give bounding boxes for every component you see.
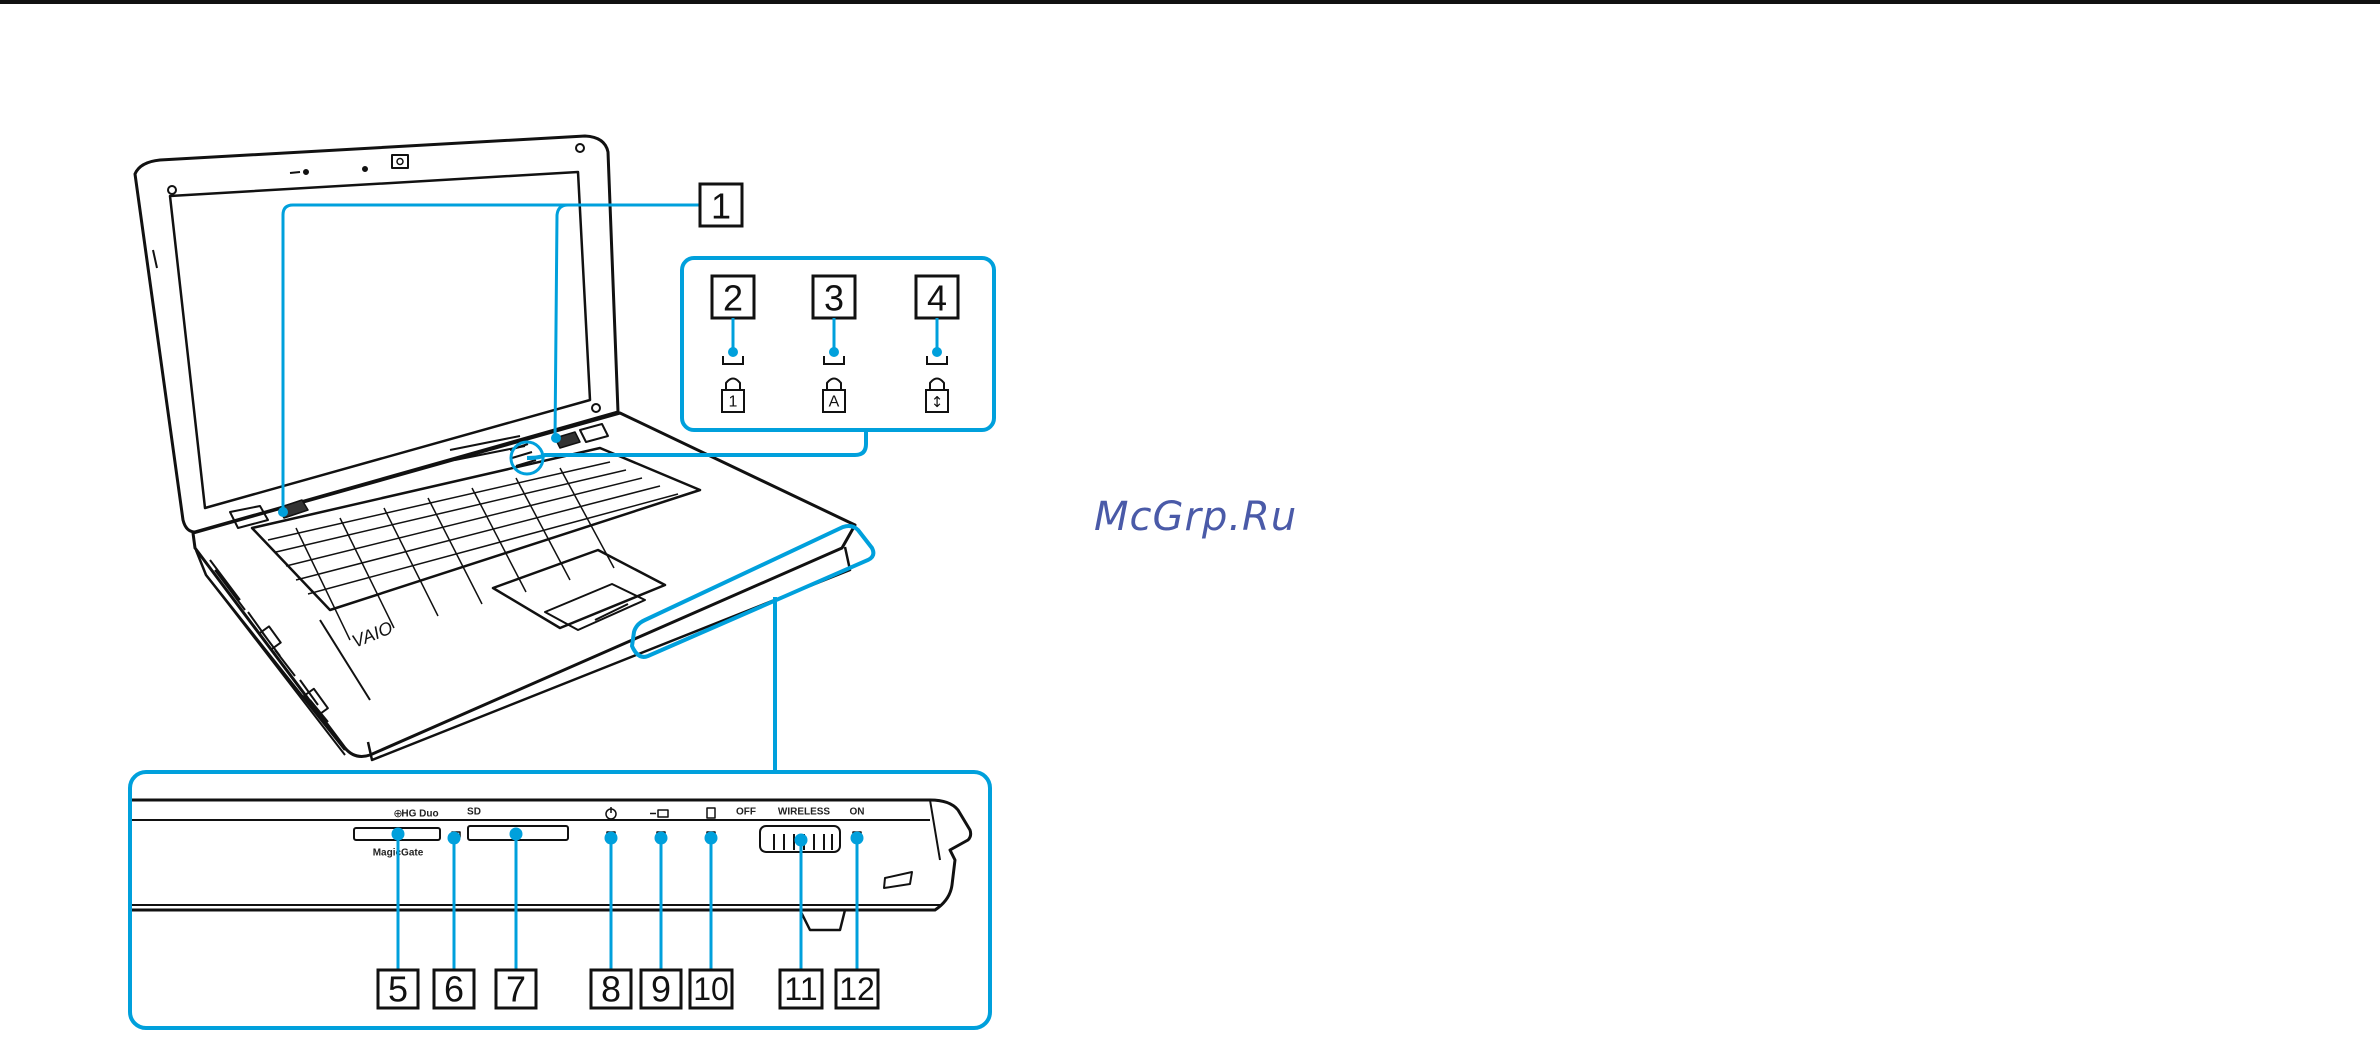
front-panel: HG Duo ⊕ MagicGate SD OFF WIRELESS ON bbox=[130, 772, 990, 1028]
callout-label-11: 11 bbox=[784, 971, 817, 1007]
svg-text:↕: ↕ bbox=[931, 393, 944, 411]
watermark: McGrp.Ru bbox=[1094, 494, 1344, 550]
callout-label-6: 6 bbox=[444, 969, 464, 1010]
memory-stick-logo-icon: ⊕ bbox=[393, 808, 402, 820]
memory-stick-label: HG Duo bbox=[401, 809, 438, 820]
wireless-on-label: ON bbox=[850, 807, 865, 818]
callout-label-2: 2 bbox=[723, 278, 743, 319]
callout-label-1: 1 bbox=[711, 186, 731, 227]
laptop-illustration: VAIO bbox=[135, 136, 855, 760]
svg-text:1: 1 bbox=[729, 394, 738, 411]
callout-label-4: 4 bbox=[927, 278, 947, 319]
svg-text:A: A bbox=[829, 394, 840, 411]
callout-label-3: 3 bbox=[824, 278, 844, 319]
sd-label: SD bbox=[467, 807, 481, 818]
callout-label-7: 7 bbox=[506, 969, 526, 1010]
front-edge-drawing bbox=[132, 800, 971, 930]
callout-label-8: 8 bbox=[601, 969, 621, 1010]
wireless-label: WIRELESS bbox=[778, 807, 831, 818]
callout-label-9: 9 bbox=[651, 969, 671, 1010]
wireless-off-label: OFF bbox=[736, 807, 756, 818]
callout-label-5: 5 bbox=[388, 969, 408, 1010]
callout-label-10: 10 bbox=[693, 971, 729, 1007]
callout-label-12: 12 bbox=[839, 971, 875, 1007]
front-callouts: 5 6 7 8 9 10 11 12 bbox=[378, 969, 878, 1010]
